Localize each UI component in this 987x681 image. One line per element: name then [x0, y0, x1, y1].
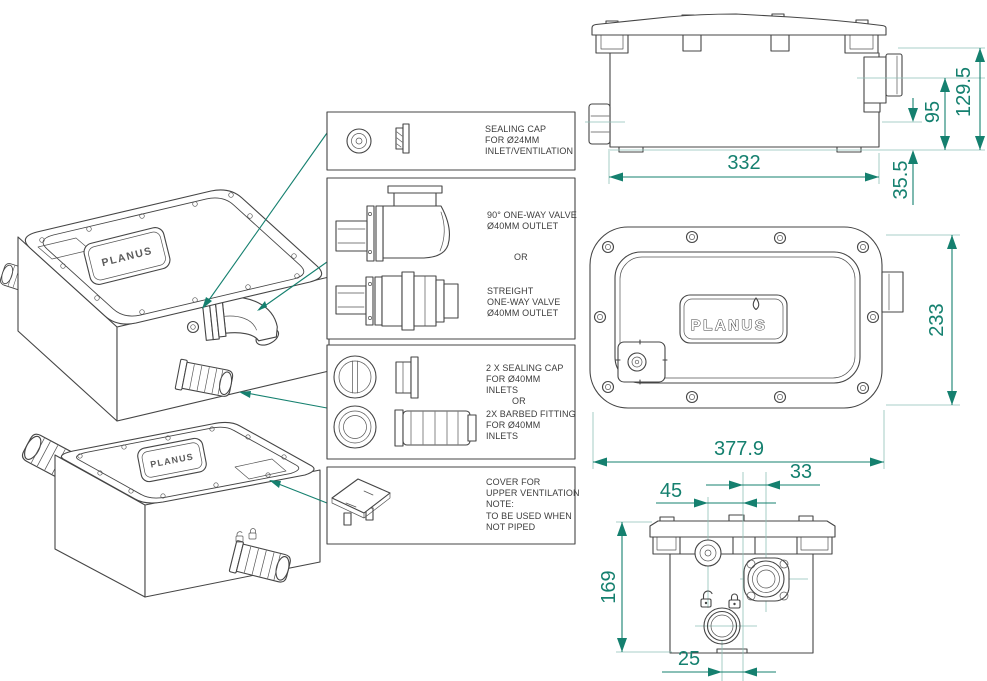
- brand-logo-text: PLANUS: [691, 317, 768, 334]
- logo-drop-icon: [752, 297, 760, 311]
- isometric-view-bottom: PLANUS: [18, 421, 321, 598]
- callout-line: FOR Ø40MM: [486, 374, 541, 385]
- callout-line: INLETS: [486, 431, 519, 442]
- callout-or-label: OR: [512, 396, 526, 406]
- callout-straight-valve-text: STREIGHT ONE-WAY VALVE Ø40MM OUTLET: [487, 286, 560, 320]
- dim-end-outlet-offset: 33: [790, 461, 812, 483]
- vent-port: [694, 539, 722, 567]
- logo-plate: [679, 294, 788, 344]
- callout-line: ONE-WAY VALVE: [487, 297, 561, 308]
- barbed-fitting-40-icon: [333, 405, 477, 449]
- end-view: 169 45 33 25: [598, 461, 836, 681]
- dim-top-width: 377.9: [714, 438, 764, 460]
- dim-side-inlet-height: 35.5: [890, 161, 912, 200]
- sealing-cap-40-icon: [333, 355, 419, 399]
- callout-line: COVER FOR: [486, 477, 541, 487]
- inlet-stub: [588, 103, 611, 145]
- padlock-open-icon: [700, 590, 713, 608]
- dim-end-inlet-offset: 25: [678, 648, 700, 670]
- elbow-valve-icon: [335, 185, 450, 262]
- callout-box-sealing-cap: [326, 111, 576, 171]
- leader-line-inlet-fitting: [240, 391, 328, 409]
- padlock-icons: [235, 528, 257, 543]
- leader-line-sealing-cap: [203, 132, 328, 308]
- inlet-port: [703, 607, 741, 645]
- dim-side-width: 332: [727, 152, 760, 174]
- top-view: PLANUS 233 377.9: [589, 226, 960, 469]
- logo-plate: PLANUS: [137, 437, 207, 483]
- callout-line: TO BE USED WHEN: [486, 510, 572, 521]
- dim-top-height: 233: [926, 303, 948, 336]
- callout-line: SEALING CAP: [485, 124, 547, 134]
- outlet-stub: [863, 56, 887, 104]
- callout-sealing-cap-40-text: 2 X SEALING CAP FOR Ø40MM INLETS: [486, 363, 564, 397]
- callout-or-label: OR: [514, 252, 528, 262]
- dim-side-outlet-height: 95: [922, 101, 944, 123]
- callout-line: NOTE:: [486, 499, 515, 510]
- logo-plate: PLANUS: [83, 227, 171, 285]
- callout-line: UPPER VENTILATION: [486, 488, 580, 499]
- callout-line: NOT PIPED: [486, 521, 536, 532]
- sealing-cap-24-icon: [346, 123, 410, 154]
- callout-line: INLET/VENTILATION: [485, 146, 574, 157]
- padlock-closed-icon: [728, 593, 741, 609]
- dim-end-height: 169: [598, 570, 620, 603]
- callout-line: 2X BARBED FITTING: [486, 409, 576, 419]
- lid-screws: [593, 230, 880, 404]
- callout-elbow-valve-text: 90° ONE-WAY VALVE Ø40MM OUTLET: [487, 210, 577, 232]
- leader-line-vent-cover: [270, 480, 328, 504]
- callout-line: 2 X SEALING CAP: [486, 363, 564, 373]
- callout-line: FOR Ø40MM: [486, 420, 541, 431]
- straight-valve-icon: [335, 271, 459, 331]
- dim-end-vent-offset: 45: [660, 480, 682, 502]
- callout-line: Ø40MM OUTLET: [487, 308, 559, 319]
- isometric-view-top: PLANUS: [0, 189, 330, 422]
- leader-lines: [202, 132, 328, 504]
- access-panel: [615, 339, 668, 385]
- leader-line-valve: [258, 261, 328, 311]
- callout-line: STREIGHT: [487, 286, 534, 296]
- lid-screws: [39, 192, 300, 315]
- callout-sealing-cap-text: SEALING CAP FOR Ø24MM INLET/VENTILATION: [485, 124, 573, 158]
- callout-line: FOR Ø24MM: [485, 135, 540, 146]
- device-lid-edge: [649, 520, 836, 538]
- device-lid: [591, 13, 887, 36]
- device-body: [669, 553, 814, 654]
- dim-side-total-height: 129.5: [953, 67, 975, 117]
- side-view: 332 95 129.5 35.5: [585, 13, 985, 205]
- callout-line: INLETS: [486, 385, 519, 396]
- outlet-port: [743, 557, 790, 602]
- sealing-cap-icon: [186, 320, 200, 334]
- callout-barbed-fitting-text: 2X BARBED FITTING FOR Ø40MM INLETS: [486, 409, 576, 443]
- outlet-stub: [881, 271, 904, 313]
- vent-cover-icon: [331, 478, 391, 526]
- lid-screws: [77, 426, 287, 499]
- callout-vent-cover-text: COVER FOR UPPER VENTILATION NOTE: TO BE …: [486, 477, 580, 533]
- callout-line: 90° ONE-WAY VALVE: [487, 210, 577, 220]
- callout-boxes: [326, 111, 576, 545]
- callout-line: Ø40MM OUTLET: [487, 221, 559, 232]
- vent-cover-location: [234, 458, 287, 480]
